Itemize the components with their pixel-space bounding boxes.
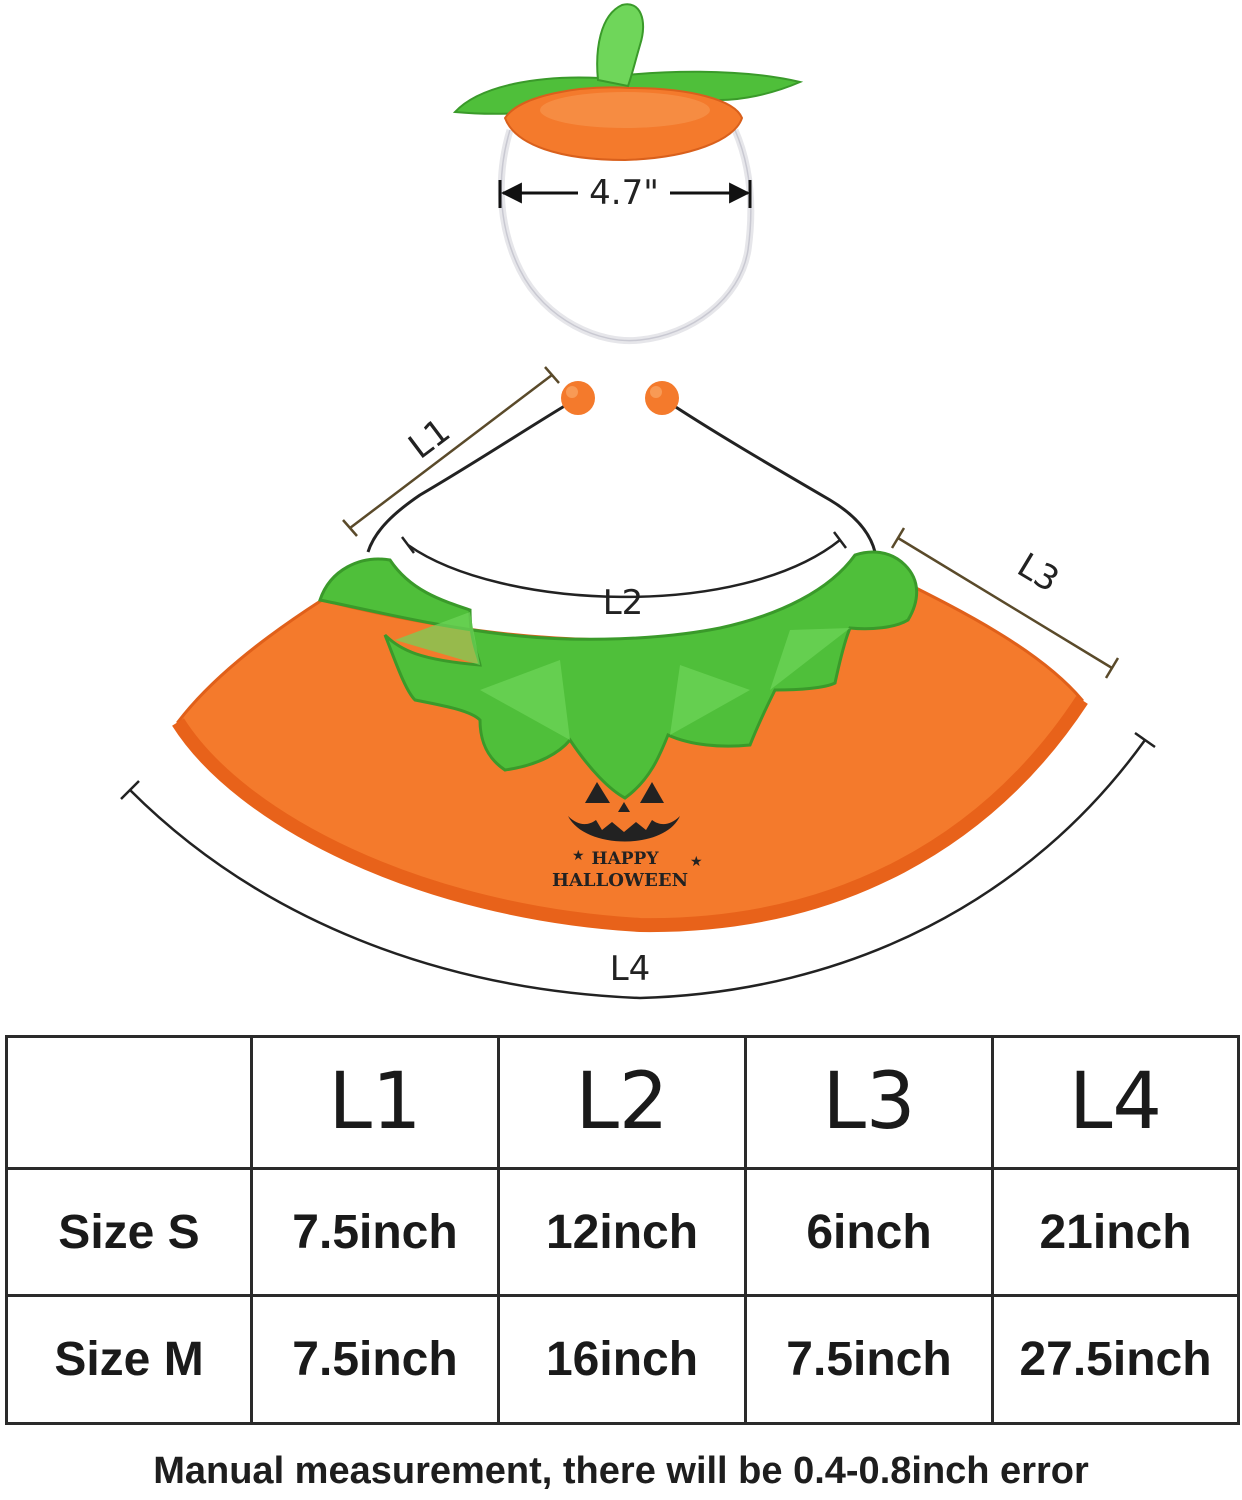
dimension-label-l1: L1 <box>401 411 457 467</box>
dimension-l2: L2 <box>401 531 847 623</box>
cape-pompom-left <box>561 381 595 415</box>
table-row-label: Size M <box>5 1294 253 1425</box>
table-cell: 27.5inch <box>991 1294 1240 1425</box>
cape-text-halloween: HALLOWEEN <box>552 870 688 891</box>
dimension-label-l3: L3 <box>1010 545 1065 600</box>
table-cell: 12inch <box>497 1166 747 1298</box>
table-cell: 6inch <box>744 1166 994 1298</box>
table-row: Size M 7.5inch 16inch 7.5inch 27.5inch <box>5 1294 1240 1425</box>
dimension-label-l2: L2 <box>603 583 644 623</box>
table-header-cell: L4 <box>991 1035 1240 1170</box>
dimension-l1: L1 <box>342 366 560 537</box>
table-cell: 16inch <box>497 1294 747 1425</box>
svg-text:★: ★ <box>572 847 585 863</box>
dimension-label-l4: L4 <box>610 949 651 989</box>
hat-width-label: 4.7" <box>589 173 659 213</box>
table-cell: 21inch <box>991 1166 1240 1298</box>
hat-stem <box>596 3 645 88</box>
table-cell: 7.5inch <box>744 1294 994 1425</box>
pumpkin-hat: 4.7" <box>452 3 804 345</box>
table-cell: 7.5inch <box>250 1166 500 1298</box>
dimension-l4: L4 <box>120 731 1156 1000</box>
pumpkin-cape: HAPPY HALLOWEEN ★ ★ <box>172 381 1088 933</box>
cape-tie-string-left <box>366 396 579 553</box>
table-header-cell: L1 <box>250 1035 500 1170</box>
cape-tie-string-right <box>661 396 877 553</box>
table-header-cell: L2 <box>497 1035 747 1170</box>
cape-pompom-right <box>645 381 679 415</box>
table-row: Size S 7.5inch 12inch 6inch 21inch <box>5 1166 1240 1298</box>
measurement-note: Manual measurement, there will be 0.4-0.… <box>153 1450 1089 1492</box>
table-header-cell: L3 <box>744 1035 994 1170</box>
cape-text-happy: HAPPY <box>592 849 660 869</box>
table-header-cell <box>5 1035 253 1170</box>
table-cell: 7.5inch <box>250 1294 500 1425</box>
size-chart-table: L1 L2 L3 L4 Size S 7.5inch 12inch 6inch … <box>5 1035 1240 1425</box>
jack-o-lantern-face-icon <box>568 782 680 842</box>
table-header-row: L1 L2 L3 L4 <box>5 1035 1240 1170</box>
product-illustration: 4.7" HAPPY HALLOWEEN ★ ★ L1 <box>120 3 1156 1000</box>
table-row-label: Size S <box>5 1166 253 1298</box>
svg-text:★: ★ <box>690 853 703 869</box>
